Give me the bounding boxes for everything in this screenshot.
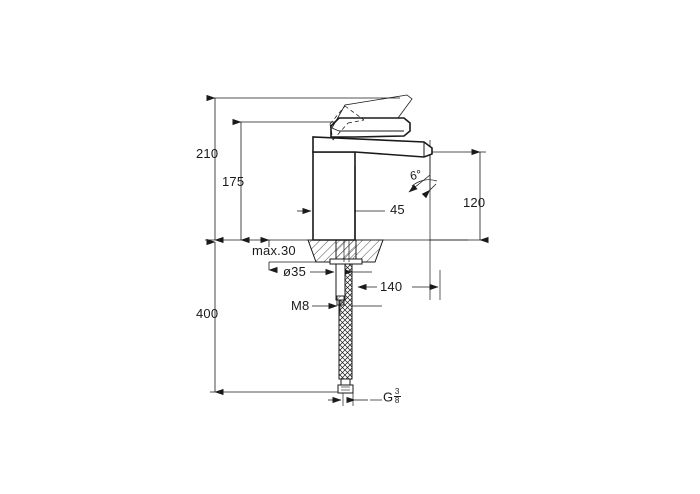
- hose-end-fitting: [337, 378, 354, 394]
- dimension-g38: [328, 392, 382, 406]
- thread-callout-denominator: 8: [394, 395, 400, 405]
- dimension-label-max-30: max.30: [252, 243, 296, 258]
- dimension-label-210: 210: [196, 146, 219, 161]
- dimension-label-140: 140: [380, 279, 403, 294]
- dimension-label-m8: M8: [291, 298, 310, 313]
- thread-callout-numerator: 3: [393, 387, 401, 397]
- lever-pivot-construction: [329, 105, 365, 141]
- mounting-shank: [329, 239, 363, 306]
- dimension-label-175: 175: [222, 174, 245, 189]
- faucet-body: [312, 151, 356, 241]
- faucet-spout: [312, 136, 433, 158]
- dimension-label-120: 120: [463, 195, 486, 210]
- annotation-spout-angle: [408, 152, 438, 199]
- dimension-label-45: 45: [390, 202, 405, 217]
- dimension-max-30: [260, 236, 320, 274]
- dimension-label-dia-35: ø35: [283, 264, 307, 279]
- thread-callout-prefix: G: [383, 389, 394, 405]
- lever-handle-raised-ghost: [331, 94, 413, 132]
- lever-handle-closed: [330, 117, 411, 138]
- dimension-label-400: 400: [196, 306, 219, 321]
